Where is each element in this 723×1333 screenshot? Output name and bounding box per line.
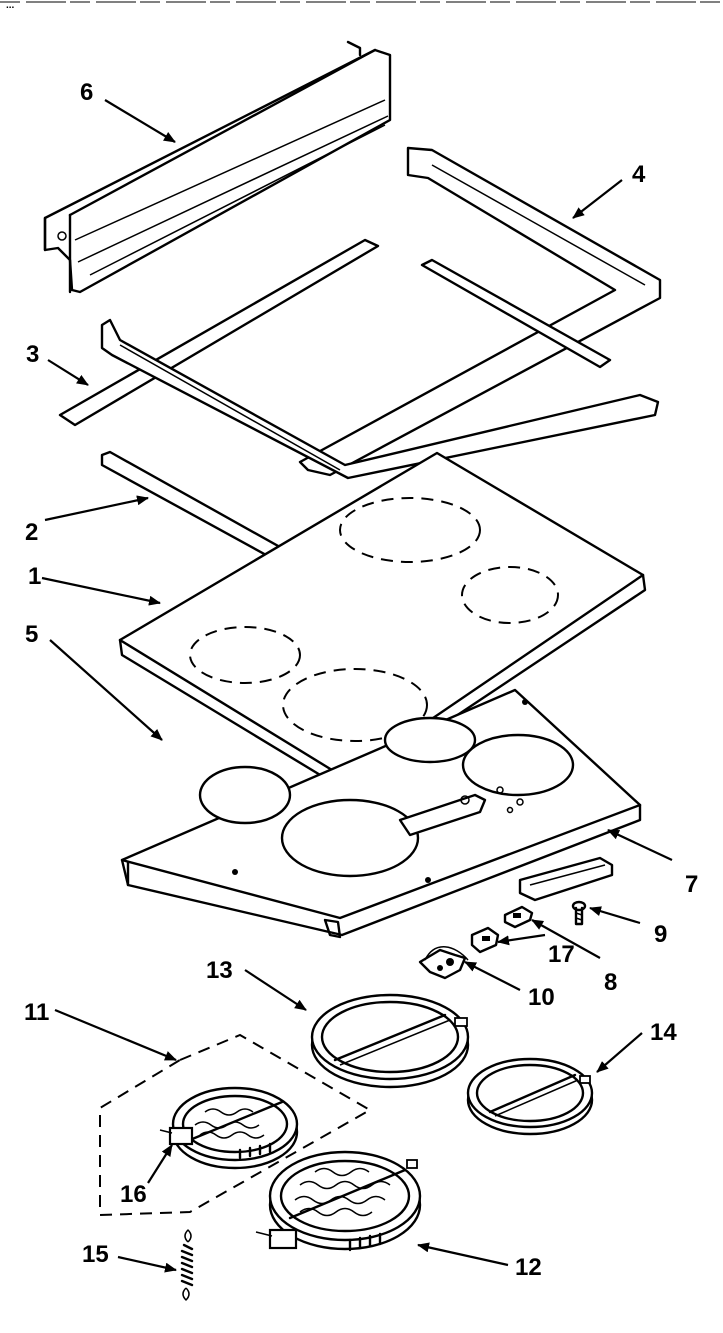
leader-4 [572, 179, 623, 219]
label-part-15: 15 [82, 1241, 109, 1268]
leader-8 [531, 919, 601, 959]
small-element-ring [466, 1057, 594, 1136]
label-part-9: 9 [654, 921, 667, 948]
cooktop-frame [298, 146, 662, 477]
leader-11 [54, 1008, 177, 1062]
leader-13 [244, 969, 307, 1011]
label-part-14: 14 [650, 1019, 677, 1046]
label-part-6: 6 [80, 79, 93, 106]
label-part-13: 13 [206, 957, 233, 984]
leader-15 [117, 1255, 177, 1273]
wire-terminal [418, 946, 469, 980]
clip [503, 905, 534, 929]
leader-7 [607, 829, 673, 861]
label-part-4: 4 [632, 161, 646, 188]
part-labels: 6 4 3 2 1 5 7 9 17 8 10 13 11 14 16 12 1… [24, 79, 698, 1281]
leader-2 [44, 495, 149, 522]
element-box-bracket [518, 856, 614, 902]
label-part-7: 7 [685, 871, 698, 898]
radiant-element [255, 1150, 422, 1252]
label-part-12: 12 [515, 1254, 542, 1281]
spring [180, 1229, 194, 1301]
label-part-17: 17 [548, 941, 575, 968]
leader-14 [596, 1032, 643, 1073]
label-part-10: 10 [528, 984, 555, 1011]
element-kit [99, 1033, 373, 1217]
leader-arrows [41, 99, 673, 1273]
large-element-ring [310, 993, 470, 1089]
leader-10 [464, 961, 521, 991]
control-panel-backguard [43, 40, 392, 294]
leader-3 [47, 359, 89, 386]
label-part-2: 2 [25, 519, 38, 546]
label-part-3: 3 [26, 341, 39, 368]
switch-bracket [470, 926, 500, 954]
label-part-11: 11 [24, 999, 49, 1026]
screw [571, 900, 587, 926]
leader-5 [49, 639, 163, 741]
leader-12 [417, 1242, 509, 1267]
leader-16 [147, 1144, 173, 1184]
element-box [120, 688, 642, 939]
label-part-16: 16 [120, 1181, 147, 1208]
leader-17 [497, 933, 546, 946]
leader-9 [589, 906, 641, 925]
header-fragment: ... [6, 0, 15, 11]
trim-strip-and-frame [58, 238, 660, 480]
label-part-1: 1 [28, 563, 41, 590]
leader-1 [41, 576, 161, 606]
label-part-8: 8 [604, 969, 617, 996]
label-part-5: 5 [25, 621, 38, 648]
leader-6 [104, 99, 176, 143]
